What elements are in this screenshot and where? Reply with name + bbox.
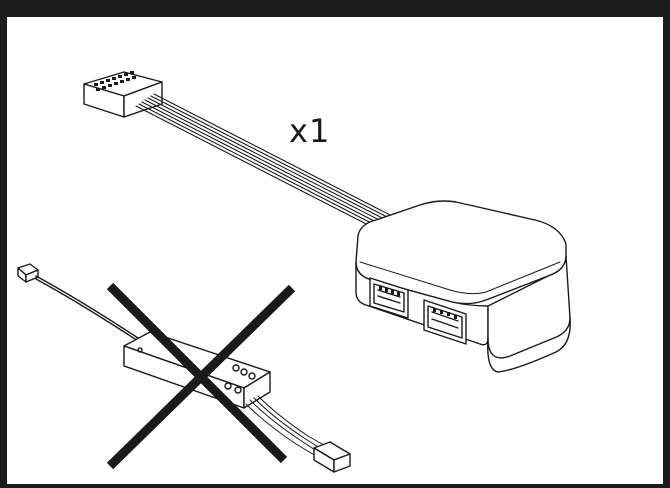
cross-out-x	[106, 282, 296, 470]
end-connector	[313, 441, 351, 473]
small-plug	[17, 263, 39, 283]
header-connector	[83, 71, 163, 118]
excluded-controller	[17, 263, 351, 473]
fan-port-left	[369, 277, 409, 319]
quantity-label: x1	[289, 112, 331, 150]
controller-sockets	[224, 364, 256, 394]
header-pins	[94, 71, 136, 91]
flat-ribbon-cable	[135, 93, 397, 231]
thin-lead-wire	[35, 275, 139, 339]
fan-port-right	[423, 299, 467, 345]
ribbon-lead	[245, 395, 323, 457]
